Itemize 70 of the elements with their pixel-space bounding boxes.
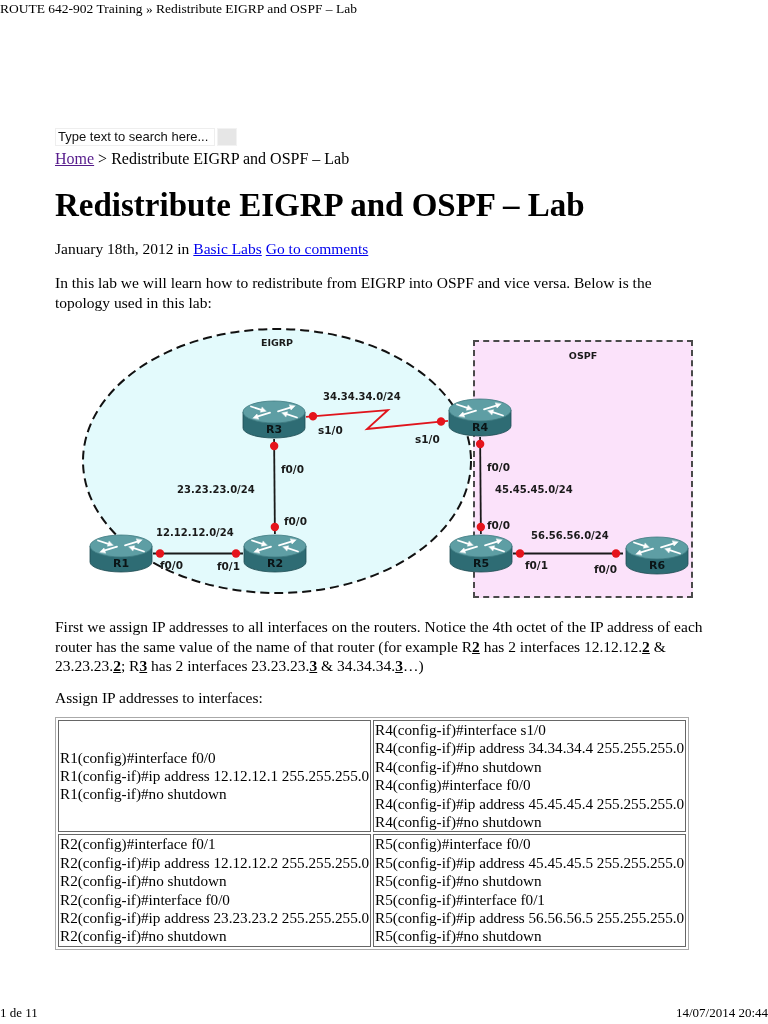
config-command: R1(config)#interface f0/0	[60, 748, 217, 767]
config-command: R5(config-if)#no shutdown	[375, 927, 543, 946]
interface-label: s1/0	[318, 424, 343, 437]
config-command: R4(config-if)#no shutdown	[375, 813, 543, 832]
router	[243, 534, 307, 573]
config-command: R5(config-if)#ip address 45.45.45.5 255.255.255.0	[375, 853, 684, 873]
interface-label: f0/0	[487, 461, 510, 474]
config-command: R2(config-if)#interface f0/0	[60, 890, 231, 910]
edge-label: 12.12.12.0/24	[156, 526, 234, 539]
routing-area	[82, 328, 472, 594]
edge-label: 23.23.23.0/24	[177, 483, 255, 496]
router	[449, 534, 513, 573]
interface-label: f0/0	[281, 463, 304, 476]
page-title: Redistribute EIGRP and OSPF – Lab	[55, 186, 585, 225]
edge-label: 56.56.56.0/24	[531, 529, 609, 542]
link-line	[152, 549, 244, 558]
config-command: R1(config-if)#no shutdown	[60, 785, 228, 804]
routing-area	[473, 340, 693, 598]
interface-label: f0/0	[284, 515, 307, 528]
interface-label: f0/1	[217, 560, 240, 573]
interface-label: f0/0	[594, 563, 617, 576]
interface-label: f0/0	[487, 519, 510, 532]
config-command: R4(config-if)#no shutdown	[375, 757, 543, 777]
post-date: January 18th, 2012 in	[55, 239, 190, 258]
page-number: 1 de 11	[0, 1005, 38, 1020]
area-label: EIGRP	[260, 337, 294, 349]
router	[89, 534, 153, 573]
config-command: R5(config)#interface f0/0	[375, 835, 532, 854]
interface-label: s1/0	[415, 433, 440, 446]
link-line	[512, 549, 624, 558]
config-command: R2(config-if)#ip address 12.12.12.2 255.255.255.0	[60, 853, 369, 873]
body-paragraph: First we assign IP addresses to all interfaces on the routers. Notice the 4th octet of the IP address of each router has the same value of the name of that router (for example R2 has 2 interfaces 12.12.12.2 & 23.23.23.2; R3 has 2 interfaces 23.23.23.3 & 34.34.34.3…)	[55, 617, 704, 677]
category-link: Basic Labs	[193, 239, 262, 258]
router	[242, 400, 306, 439]
router-label: R1	[112, 557, 130, 570]
config-command: R2(config-if)#ip address 23.23.23.2 255.255.255.0	[60, 909, 369, 928]
breadcrumb-link: Home	[55, 149, 95, 168]
router	[448, 398, 512, 437]
config-command: R4(config)#interface f0/0	[375, 776, 532, 795]
search-field: Type text to search here...	[55, 128, 215, 146]
config-command: R1(config-if)#ip address 12.12.12.1 255.255.255.0	[60, 767, 369, 786]
config-command: R4(config-if)#interface s1/0	[375, 721, 547, 740]
config-command: R2(config-if)#no shutdown	[60, 927, 228, 946]
router-label: R6	[648, 559, 666, 572]
intro-paragraph: In this lab we will learn how to redistribute from EIGRP into OSPF and vice versa. Below is the topology used in this lab:	[55, 273, 653, 313]
router-label: R3	[265, 423, 283, 436]
interface-label: f0/0	[160, 559, 183, 572]
router-label: R2	[266, 557, 284, 570]
body-paragraph: Assign IP addresses to interfaces:	[55, 688, 264, 708]
config-command: R2(config-if)#no shutdown	[60, 872, 228, 891]
router-label: R4	[471, 421, 489, 434]
config-command: R5(config-if)#no shutdown	[375, 872, 543, 891]
interface-label: f0/1	[525, 559, 548, 572]
config-command: R4(config-if)#ip address 34.34.34.4 255.255.255.0	[375, 739, 684, 758]
link-line	[305, 408, 449, 431]
page-header-text: ROUTE 642-902 Training » Redistribute EIGRP and OSPF – Lab	[0, 1, 357, 17]
edge-label: 45.45.45.0/24	[495, 483, 573, 496]
config-command: R5(config-if)#ip address 56.56.56.5 255.255.255.0	[375, 909, 684, 928]
print-date: 14/07/2014 20:44	[675, 1005, 768, 1020]
config-command: R5(config-if)#interface f0/1	[375, 890, 546, 910]
comments-link: Go to comments	[265, 239, 369, 258]
config-command: R2(config)#interface f0/1	[60, 835, 217, 854]
breadcrumb-text: > Redistribute EIGRP and OSPF – Lab	[98, 149, 350, 168]
router	[625, 536, 689, 575]
area-label: OSPF	[568, 350, 598, 362]
edge-label: 34.34.34.0/24	[323, 390, 401, 403]
router-label: R5	[472, 557, 490, 570]
link-line	[269, 438, 280, 535]
link-line	[475, 436, 486, 535]
config-command: R4(config-if)#ip address 45.45.45.4 255.255.255.0	[375, 794, 684, 814]
